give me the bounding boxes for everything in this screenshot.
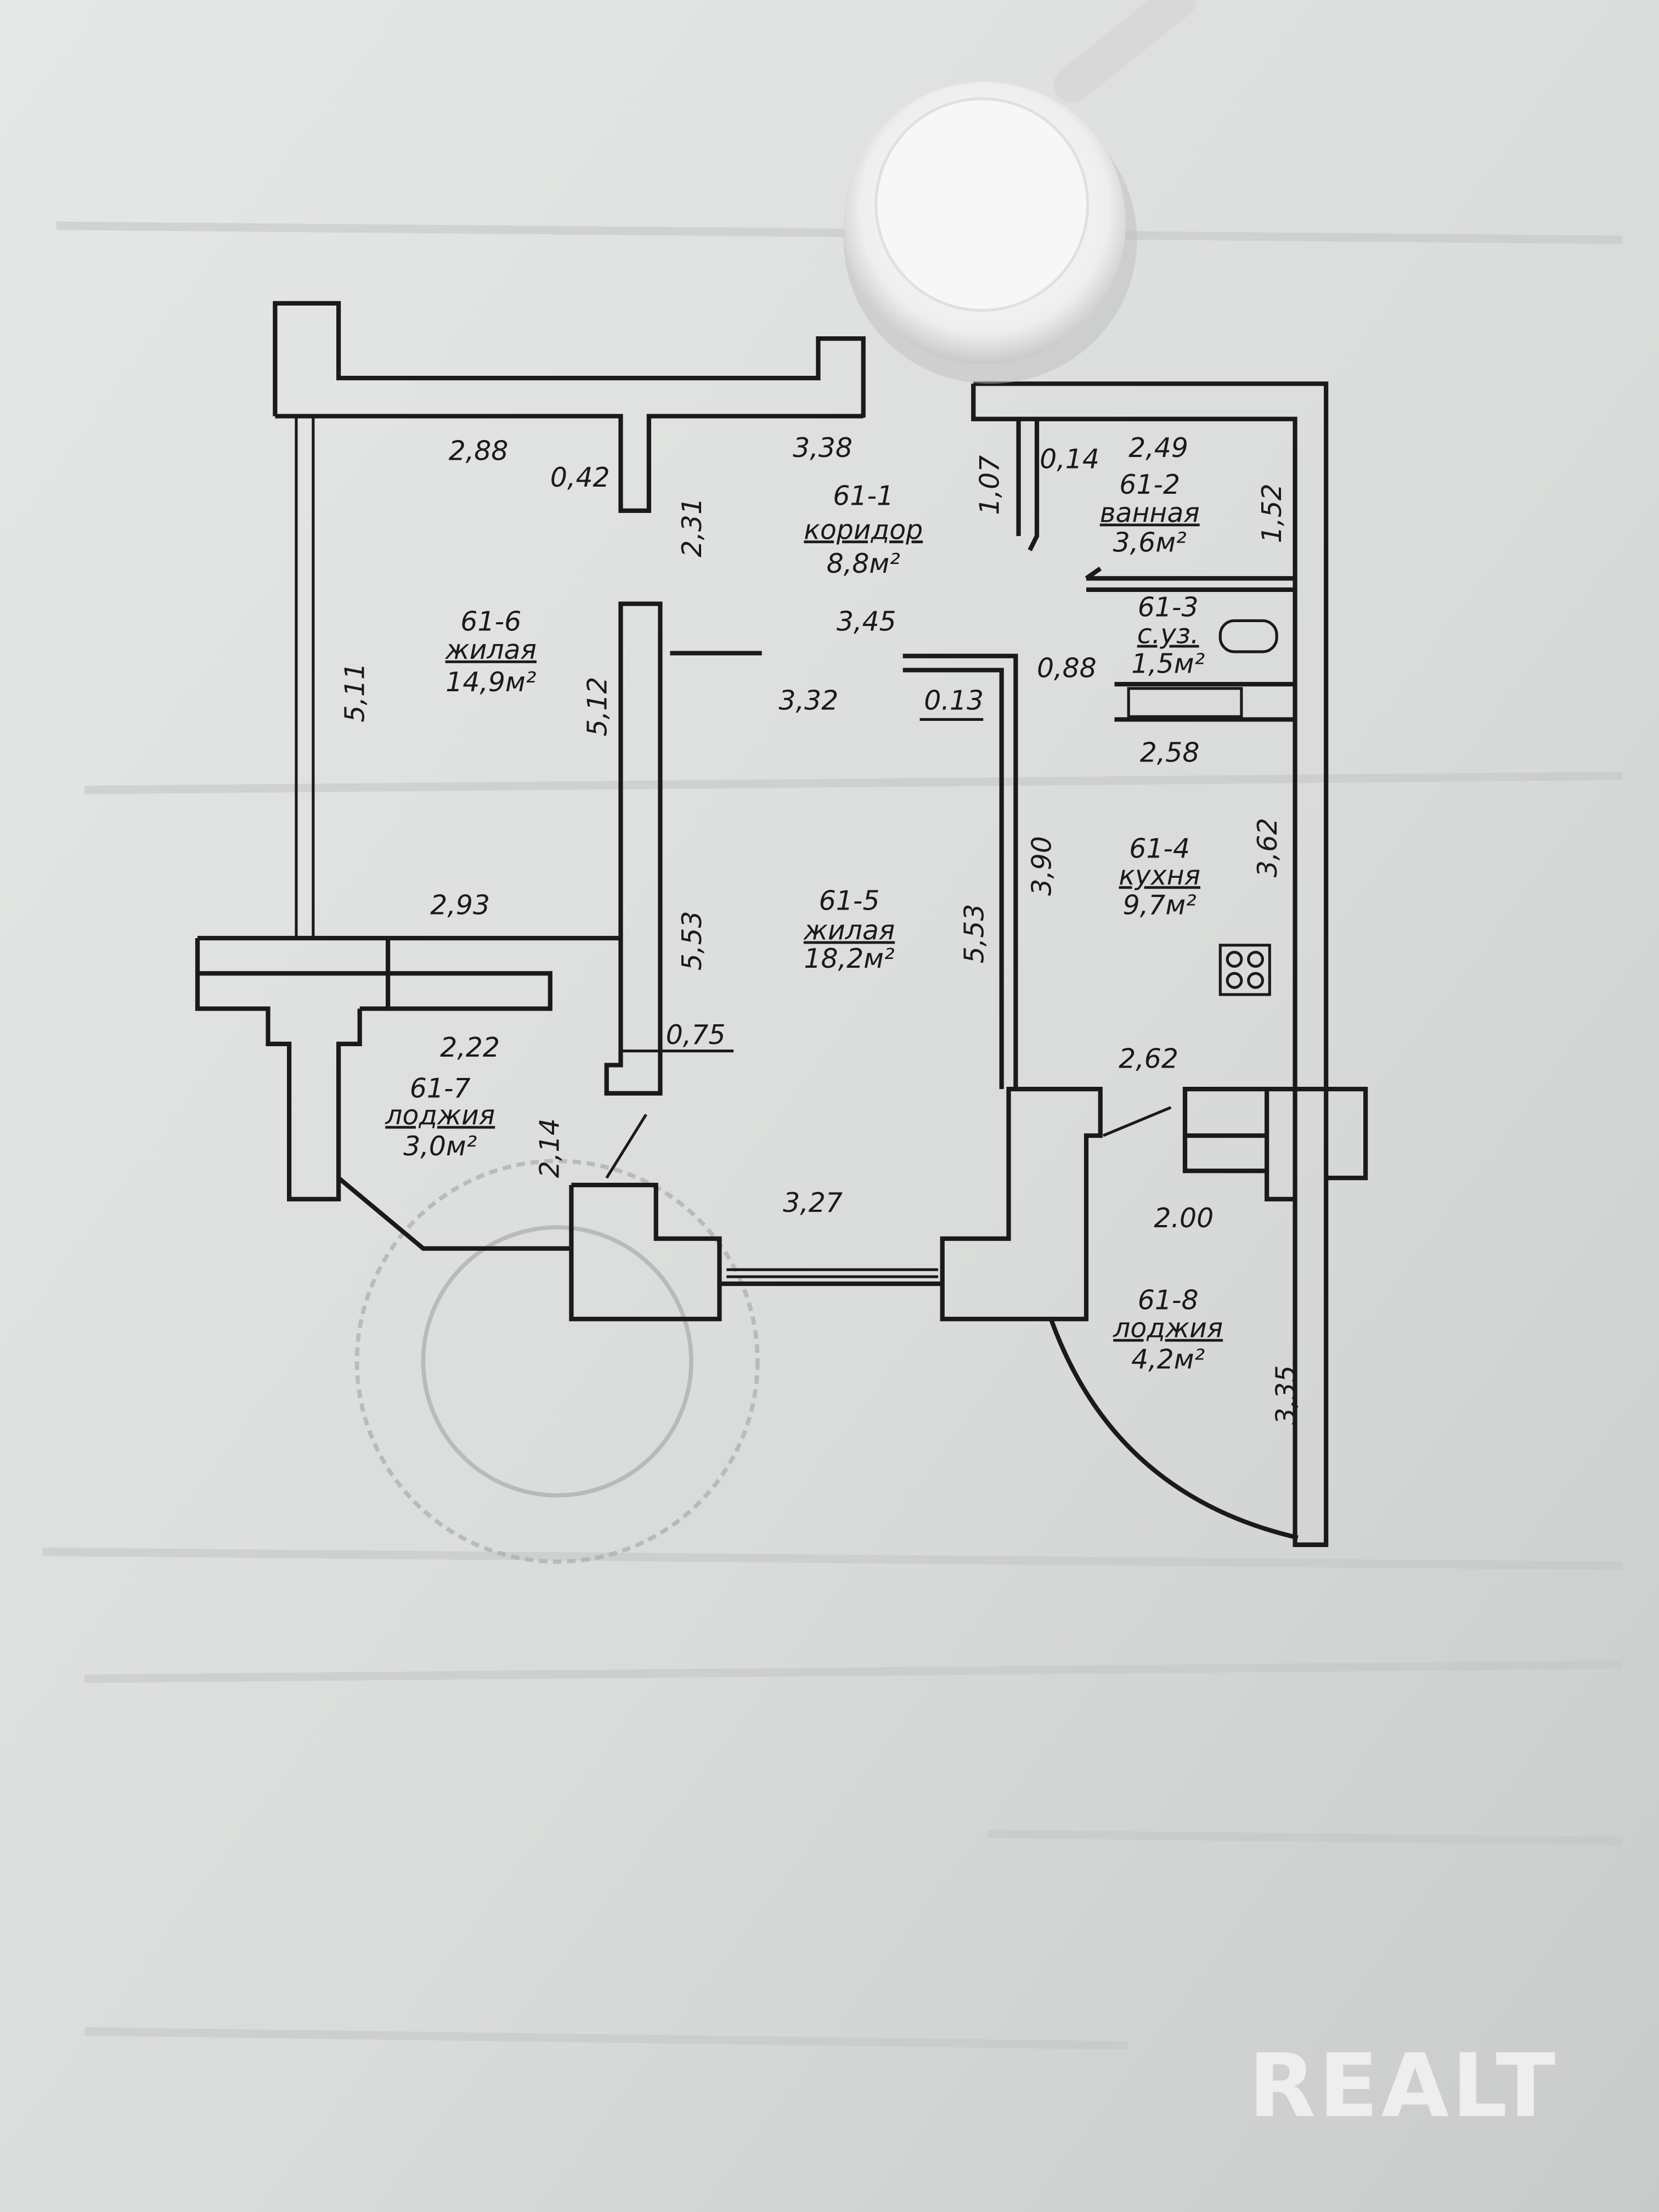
room-id: 61-2 [1119,469,1180,500]
dim-label: 2,62 [1119,1043,1178,1075]
stamp-seal [354,1159,760,1564]
room-name: лоджия [1113,1313,1223,1344]
dim-label: 3,27 [783,1187,843,1218]
room-area: 8,8м² [827,548,900,579]
room-label-61-8: 61-8 лоджия 4,2м² [1113,1284,1223,1375]
dim-label: 2,93 [430,889,490,921]
dim-label: 0,75 [666,1019,726,1051]
room-name: с.уз. [1137,619,1199,650]
dim-label: 3,45 [837,606,896,637]
dim-label: 5,53 [676,911,708,970]
room-id: 61-4 [1129,833,1190,864]
dim-label: 3,38 [793,432,853,464]
room-name: коридор [804,514,923,545]
room-area: 3,6м² [1113,527,1187,558]
room-name: жилая [445,634,537,665]
room-area: 9,7м² [1123,889,1197,921]
room-name: кухня [1119,860,1200,891]
room-label-61-1: 61-1 коридор 8,8м² [804,481,923,579]
bleed-through-text [42,221,1623,2050]
dim-label: 0.13 [924,685,984,716]
dim-label: 1,07 [974,455,1006,515]
room-area: 4,2м² [1131,1344,1205,1375]
dim-label: 2,49 [1128,432,1188,464]
room-label-61-2: 61-2 ванная 3,6м² [1100,469,1200,558]
room-label-61-4: 61-4 кухня 9,7м² [1119,833,1200,921]
room-id: 61-5 [819,885,880,917]
dim-label: 3,90 [1026,836,1058,896]
dim-label: 2,88 [449,435,509,466]
room-id: 61-6 [460,606,521,637]
room-area: 14,9м² [445,667,536,698]
room-area: 1,5м² [1131,648,1205,680]
room-label-61-3: 61-3 с.уз. 1,5м² [1131,592,1205,680]
room-label-61-5: 61-5 жилая 18,2м² [803,885,895,974]
dim-label: 0,42 [550,462,610,493]
room-name: лоджия [385,1099,495,1131]
dim-label: 2,14 [534,1118,565,1178]
dim-label: 2.00 [1154,1203,1214,1234]
dim-label: 0,88 [1037,652,1097,684]
room-id: 61-8 [1138,1284,1199,1316]
dim-label: 2,22 [440,1032,500,1063]
dim-label: 0,14 [1040,444,1099,475]
dimension-labels: 2,88 0,42 3,38 2,31 1,07 0,14 2,49 1,52 … [339,432,1301,1425]
dim-label: 3,35 [1271,1365,1302,1425]
room-id: 61-7 [410,1073,471,1104]
dim-label: 3,62 [1252,818,1283,878]
walls [195,301,1368,1547]
room-id: 61-3 [1138,592,1199,623]
room-name: жилая [803,915,895,946]
dim-label: 5,12 [582,677,613,737]
room-label-61-6: 61-6 жилая 14,9м² [445,606,537,698]
charger-puck [843,0,1197,384]
room-label-61-7: 61-7 лоджия 3,0м² [385,1073,495,1162]
realt-watermark: REALT [1249,2035,1559,2137]
room-name: ванная [1100,497,1200,528]
dim-label: 2,31 [676,498,708,557]
dim-label: 2,58 [1140,737,1200,769]
room-area: 18,2м² [804,943,894,974]
dim-label: 5,53 [958,904,990,964]
room-area: 3,0м² [403,1131,477,1162]
dim-label: 3,32 [778,685,838,716]
dim-label: 5,11 [339,663,370,723]
dim-label: 1,52 [1256,483,1288,543]
room-id: 61-1 [833,481,894,512]
